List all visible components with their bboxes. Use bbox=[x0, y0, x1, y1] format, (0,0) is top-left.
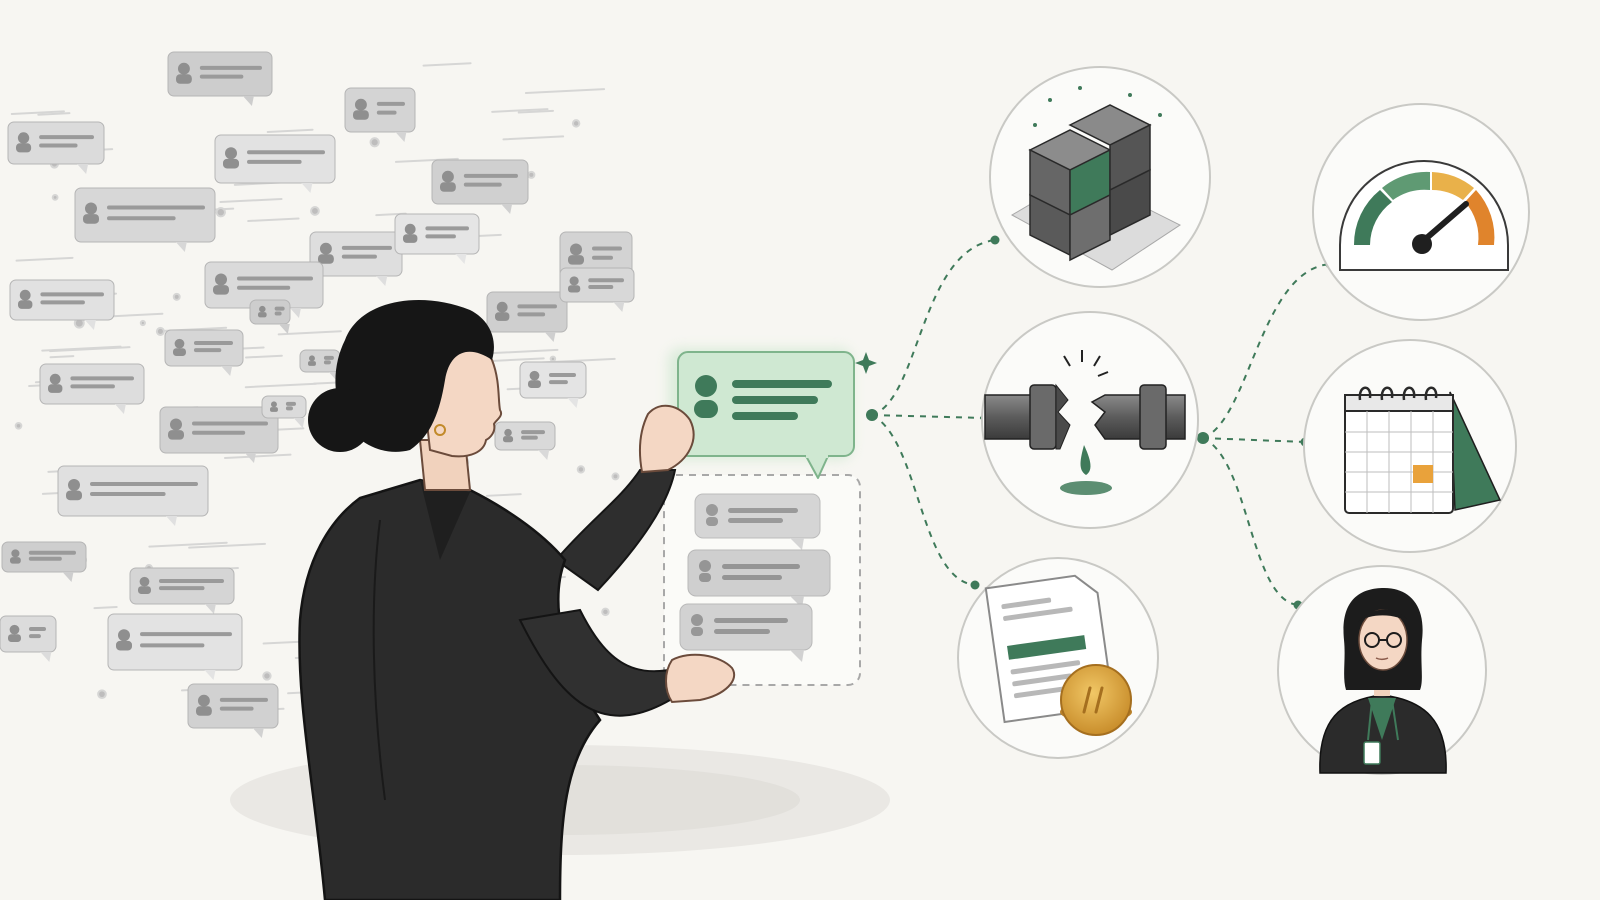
chat-bubble-icon bbox=[0, 615, 57, 662]
speed-line bbox=[502, 135, 565, 141]
chat-bubble-icon bbox=[309, 231, 403, 286]
speed-line bbox=[262, 640, 299, 645]
speed-line bbox=[517, 109, 555, 114]
speedometer-icon bbox=[1312, 103, 1530, 321]
employee-badge-icon bbox=[1277, 565, 1487, 775]
particle-dot bbox=[172, 292, 181, 301]
particle-dot bbox=[139, 319, 146, 327]
speed-line bbox=[93, 606, 118, 610]
speed-line bbox=[277, 330, 342, 336]
particle-dot bbox=[215, 207, 227, 218]
message-stream bbox=[0, 51, 635, 738]
speed-line bbox=[15, 256, 74, 262]
chat-bubble-icon bbox=[204, 261, 324, 318]
chat-bubble-icon bbox=[486, 291, 568, 342]
broken-pipe-icon bbox=[981, 311, 1199, 529]
particle-dot bbox=[369, 137, 380, 148]
chat-bubble-icon bbox=[494, 421, 556, 460]
particle-dot bbox=[51, 193, 59, 201]
particle-dot bbox=[601, 607, 610, 617]
speed-line bbox=[422, 62, 472, 67]
speed-line bbox=[394, 157, 459, 163]
speed-line bbox=[219, 197, 283, 204]
chat-bubble-icon bbox=[1, 541, 87, 582]
chat-bubble-icon bbox=[164, 329, 244, 376]
particle-dot bbox=[97, 689, 107, 700]
speed-line bbox=[245, 354, 283, 359]
speed-line bbox=[491, 108, 549, 113]
particle-dot bbox=[571, 119, 581, 128]
particle-dot bbox=[310, 206, 320, 216]
sparkle-icon bbox=[855, 352, 877, 374]
speed-line bbox=[493, 348, 559, 355]
data-cubes-icon bbox=[989, 66, 1211, 288]
particle-dot bbox=[527, 170, 536, 179]
speed-line bbox=[223, 453, 292, 459]
message-stack-card bbox=[663, 474, 861, 686]
speed-line bbox=[266, 128, 314, 133]
chat-bubble-icon bbox=[107, 613, 243, 680]
businesswoman-figure bbox=[298, 300, 735, 900]
chat-bubble-icon bbox=[187, 683, 279, 738]
chat-bubble-icon bbox=[249, 299, 291, 334]
chat-bubble-icon bbox=[159, 406, 279, 463]
connector-lines bbox=[871, 239, 1331, 606]
speed-line bbox=[247, 217, 300, 223]
chat-bubble-icon bbox=[519, 361, 587, 408]
speed-line bbox=[188, 542, 266, 549]
chat-bubble-icon bbox=[431, 159, 529, 214]
chat-bubble-icon bbox=[559, 267, 635, 312]
chat-bubble-icon bbox=[74, 187, 216, 252]
speed-line bbox=[485, 493, 522, 497]
speed-line bbox=[37, 112, 71, 116]
calendar-icon bbox=[1303, 339, 1517, 553]
speed-line bbox=[244, 382, 318, 389]
particle-dot bbox=[155, 326, 165, 336]
chat-bubble-icon bbox=[344, 87, 416, 142]
particle-dot bbox=[611, 472, 620, 481]
speed-line bbox=[524, 88, 606, 95]
chat-bubble-icon bbox=[299, 349, 341, 382]
highlighted-chat-bubble-icon bbox=[668, 348, 877, 479]
speed-line bbox=[487, 357, 545, 363]
chat-bubble-icon bbox=[167, 51, 273, 106]
chat-bubble-icon bbox=[261, 395, 307, 428]
speed-line bbox=[148, 541, 228, 548]
stack-bubble bbox=[679, 603, 813, 662]
chat-bubble-icon bbox=[214, 134, 336, 193]
particle-dot bbox=[262, 671, 272, 681]
particle-dot bbox=[549, 355, 557, 363]
particle-dot bbox=[14, 421, 23, 430]
document-coin-icon bbox=[957, 557, 1159, 759]
chat-bubble-icon bbox=[7, 121, 105, 174]
chat-bubble-icon bbox=[394, 213, 480, 264]
stack-bubble bbox=[694, 493, 821, 550]
stack-bubble bbox=[687, 549, 831, 608]
chat-bubble-icon bbox=[129, 567, 235, 614]
speed-line bbox=[41, 345, 122, 352]
chat-bubble-icon bbox=[39, 363, 145, 414]
particle-dot bbox=[576, 465, 586, 474]
chat-bubble-icon bbox=[57, 465, 209, 526]
chat-bubble-icon bbox=[9, 279, 115, 330]
speed-line bbox=[49, 355, 75, 359]
speed-line bbox=[10, 110, 65, 115]
